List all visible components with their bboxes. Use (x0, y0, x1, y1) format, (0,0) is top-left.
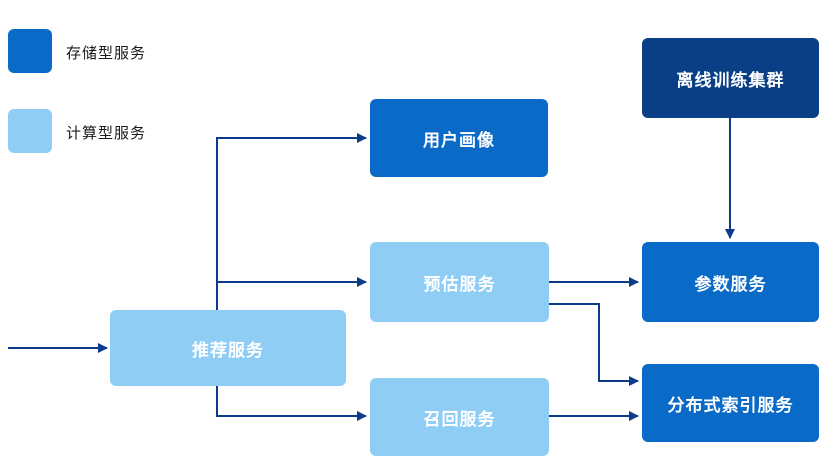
legend-storage-label: 存储型服务 (66, 44, 147, 62)
legend-storage-swatch (8, 29, 52, 73)
arrow-recommend-to-user-profile (216, 133, 367, 310)
node-estimation: 预估服务 (370, 242, 549, 322)
node-distributed-index: 分布式索引服务 (642, 364, 819, 442)
arrow-estimation-to-index (549, 303, 639, 386)
arrow-recommend-to-recall (216, 386, 367, 421)
legend-compute-swatch (8, 109, 52, 153)
node-recommend: 推荐服务 (110, 310, 346, 386)
node-parameter: 参数服务 (642, 242, 819, 322)
node-recall: 召回服务 (370, 378, 549, 456)
node-user-profile: 用户画像 (370, 99, 548, 177)
node-offline-cluster: 离线训练集群 (642, 38, 819, 118)
legend-compute-label: 计算型服务 (66, 124, 147, 142)
